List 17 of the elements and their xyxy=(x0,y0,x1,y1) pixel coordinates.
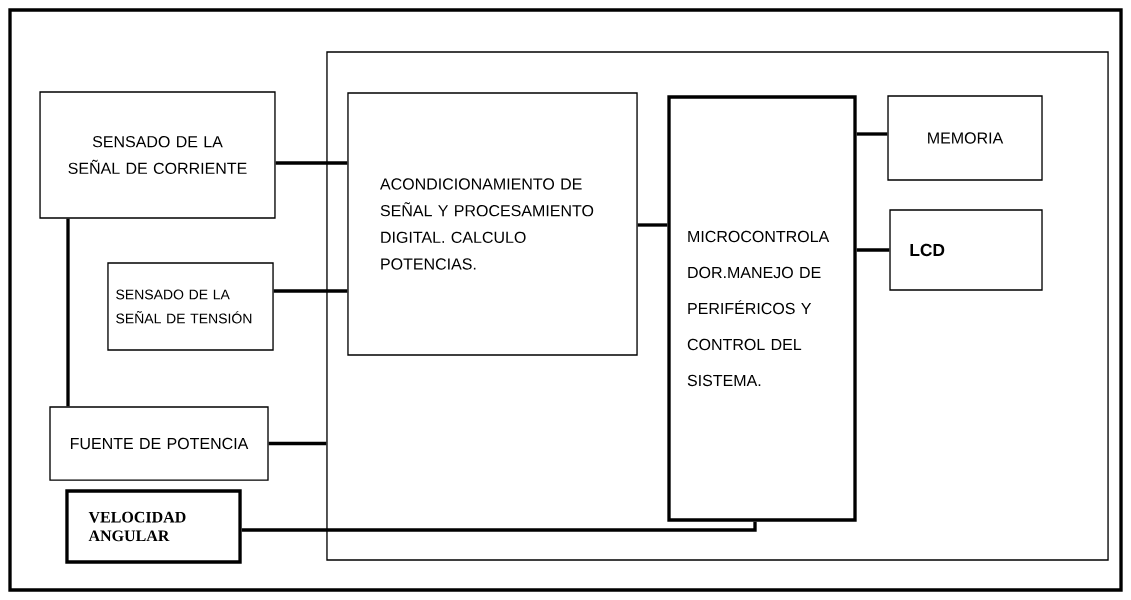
connector-line xyxy=(275,161,348,165)
connector-line xyxy=(241,521,757,532)
connector-line xyxy=(268,441,327,446)
empty-box xyxy=(326,51,1109,561)
block-box: MICROCONTROLA DOR.MANEJO DE PERIFÉRICOS Y CONTROL DEL SISTEMA. xyxy=(667,95,857,522)
connector-line xyxy=(273,289,348,293)
block-box: FUENTE DE POTENCIA xyxy=(49,406,269,481)
connector-line xyxy=(856,132,888,136)
connector-line xyxy=(856,248,890,252)
block-box: VELOCIDAD ANGULAR xyxy=(65,489,242,564)
block-box: MEMORIA xyxy=(887,95,1043,181)
connector-line xyxy=(66,218,70,407)
block-box: ACONDICIONAMIENTO DE SEÑAL Y PROCESAMIENTO DIGITAL. CALCULO POTENCIAS. xyxy=(347,92,638,356)
block-box: SENSADO DE LA SEÑAL DE TENSIÓN xyxy=(107,262,274,351)
block-box: LCD xyxy=(889,209,1043,291)
block-box: SENSADO DE LA SEÑAL DE CORRIENTE xyxy=(39,91,276,219)
connector-line xyxy=(637,223,668,227)
